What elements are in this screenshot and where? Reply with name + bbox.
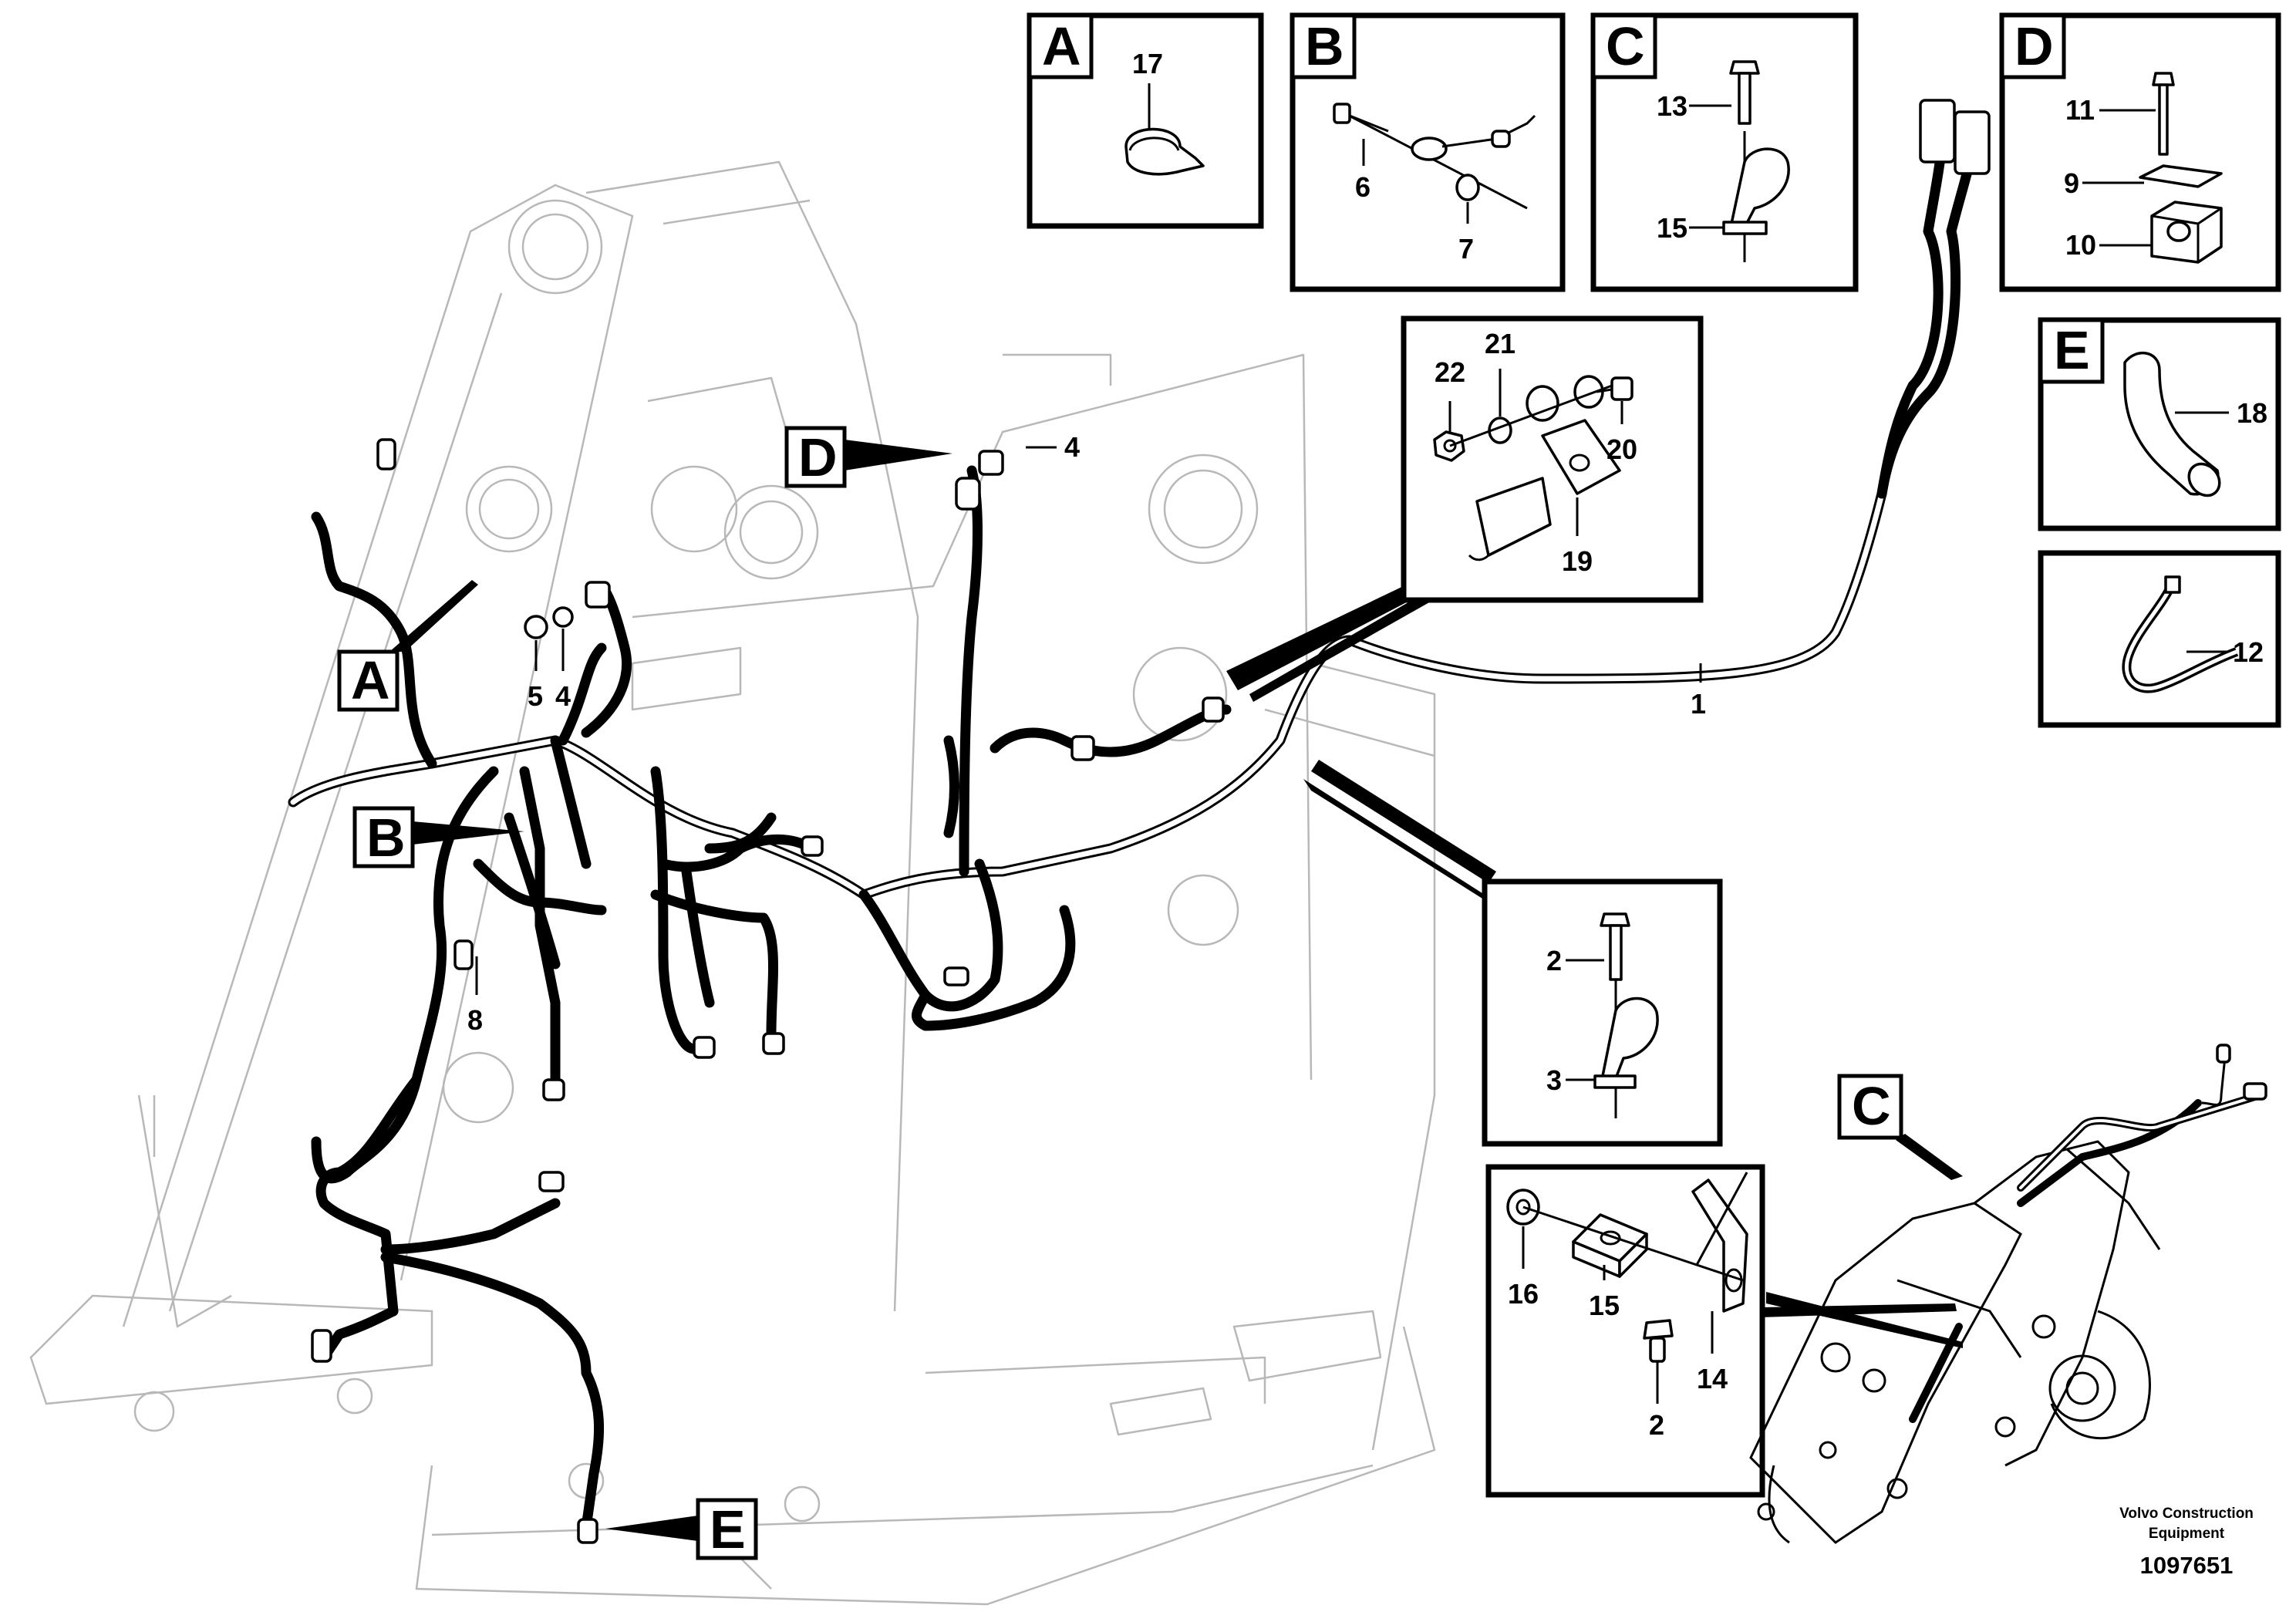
loader-frame-background — [29, 160, 1436, 1606]
connector-icon — [1202, 696, 1225, 723]
connector-icon — [453, 939, 474, 970]
connector-icon — [762, 1032, 785, 1055]
detail-box-clamp: 2 3 — [1303, 760, 1723, 1147]
part-9: 9 — [2064, 167, 2079, 199]
callout-5: 5 — [528, 680, 543, 712]
bolt-icon — [2152, 72, 2175, 156]
svg-text:D: D — [798, 427, 838, 487]
clamp-block-icon — [2150, 201, 2223, 264]
title-block: Volvo Construction Equipment 1097651 — [2119, 1506, 2254, 1579]
document-number: 1097651 — [2140, 1552, 2234, 1579]
detail-box-D: D 11 9 10 — [1999, 12, 2281, 292]
bolt-icon — [1333, 103, 1389, 133]
part-21: 21 — [1485, 328, 1515, 359]
view-letter-B: B — [1305, 16, 1344, 76]
connector-icon — [801, 835, 824, 857]
connector-icon — [955, 477, 981, 511]
ring-terminal-icon — [1411, 114, 1536, 161]
washer-icon — [1455, 174, 1480, 201]
connector-icon — [538, 1171, 565, 1192]
washer-icon — [524, 615, 548, 639]
part-2: 2 — [1546, 945, 1562, 976]
part-7: 7 — [1458, 233, 1474, 265]
view-letter-E: E — [2054, 320, 2090, 380]
marker-E: E — [605, 1498, 758, 1560]
part-19: 19 — [1562, 545, 1593, 577]
clamp-block-icon — [1572, 1213, 1648, 1278]
brand-line-2: Equipment — [2149, 1526, 2225, 1542]
marker-C: C — [1837, 1074, 1903, 1140]
part-6: 6 — [1355, 171, 1371, 203]
connector-icon — [1070, 735, 1095, 761]
detail-box-B: B 6 7 — [1290, 12, 1566, 292]
connector-icon — [585, 581, 611, 609]
connector-icon — [542, 1078, 565, 1101]
part-13: 13 — [1657, 90, 1687, 122]
washer-icon — [552, 606, 574, 628]
cable-clamp-icon — [1593, 996, 1659, 1089]
detail-box-ground-bracket: 22 21 20 19 — [1226, 315, 1704, 702]
svg-text:B: B — [366, 808, 406, 868]
connector-icon — [1954, 110, 1991, 175]
detail-box-C: C 13 15 — [1590, 12, 1859, 292]
part-10: 10 — [2065, 229, 2096, 261]
callout-4: 4 — [1064, 431, 1080, 463]
cable-clamp-icon — [1124, 127, 1205, 176]
view-letter-D: D — [2014, 16, 2054, 76]
callout-4-second: 4 — [555, 680, 571, 712]
bracket-icon — [2139, 164, 2223, 188]
connector-icon — [311, 1329, 332, 1363]
bracket-icon — [1468, 419, 1621, 561]
part-15: 15 — [1657, 212, 1687, 244]
part-22: 22 — [1435, 356, 1465, 388]
loader-overview-thumbnail: C — [1749, 1044, 2267, 1544]
svg-text:E: E — [710, 1499, 746, 1560]
view-letter-A: A — [1042, 16, 1081, 76]
cable-tie-icon — [2122, 575, 2239, 693]
part-11: 11 — [2065, 94, 2095, 126]
main-wiring-harness — [288, 103, 1984, 1533]
part-20: 20 — [1607, 433, 1637, 465]
part-17: 17 — [1132, 48, 1163, 79]
part-3: 3 — [1546, 1064, 1562, 1096]
bolt-icon — [1729, 60, 1760, 125]
part-15-inset: 15 — [1589, 1290, 1620, 1321]
connector-icon — [978, 450, 1004, 476]
part-12: 12 — [2233, 636, 2264, 668]
part-18: 18 — [2237, 397, 2267, 429]
callout-1: 1 — [1691, 688, 1706, 720]
marker-D: D — [784, 426, 952, 488]
callout-8: 8 — [467, 1004, 483, 1036]
protective-hose-icon — [2123, 351, 2221, 497]
washer-icon — [1488, 375, 1604, 444]
marker-B: B — [352, 806, 524, 868]
harness-connectors — [311, 99, 1991, 1544]
bolt-icon — [1643, 1319, 1674, 1388]
brand-line-1: Volvo Construction — [2119, 1506, 2254, 1522]
connector-icon — [1919, 99, 1956, 164]
part-2-inset: 2 — [1649, 1409, 1664, 1441]
main-callouts: 1 4 5 4 8 — [467, 431, 1706, 1036]
svg-text:C: C — [1852, 1076, 1891, 1136]
detail-box-bracket-inset: 16 15 14 2 — [1485, 1164, 1765, 1498]
svg-text:A: A — [351, 650, 390, 710]
detail-box-cable-tie: 12 — [2038, 550, 2281, 728]
cable-clamp-icon — [1722, 147, 1790, 235]
detail-box-E: E 18 — [2038, 317, 2281, 531]
marker-A: A — [337, 580, 478, 712]
part-16: 16 — [1508, 1278, 1539, 1310]
connector-icon — [577, 1518, 598, 1544]
connector-icon — [943, 966, 969, 986]
part-14: 14 — [1697, 1363, 1728, 1394]
view-letter-C: C — [1606, 16, 1645, 76]
view-markers: A B D E — [337, 426, 952, 1560]
nut-icon — [1433, 430, 1465, 462]
connector-icon — [693, 1036, 716, 1059]
connector-icon — [376, 438, 396, 470]
detail-box-A: A 17 — [1027, 12, 1264, 229]
